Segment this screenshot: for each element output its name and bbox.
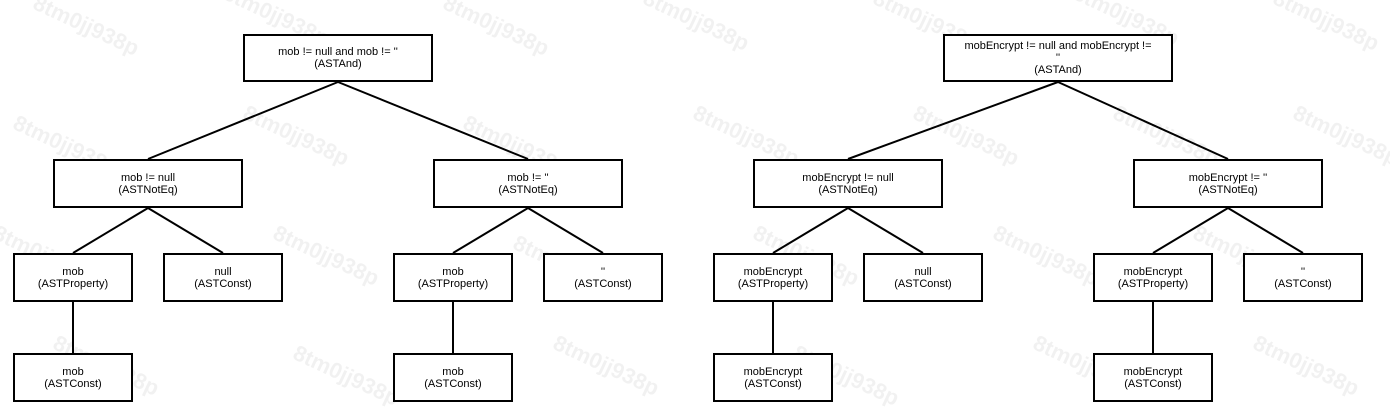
tree1-node-l_null: null(ASTConst)	[163, 253, 283, 302]
node-label-line: mob	[62, 265, 84, 278]
tree2-node-l_null: null(ASTConst)	[863, 253, 983, 302]
node-label-line: (ASTProperty)	[417, 277, 489, 290]
node-label-line: mobEncrypt != null	[802, 171, 894, 184]
node-label-line: mobEncrypt != ''	[1188, 171, 1268, 184]
node-label-line: (ASTNotEq)	[1198, 183, 1258, 196]
node-label-line: mobEncrypt	[1123, 365, 1183, 378]
tree1-node-left: mob != null(ASTNotEq)	[53, 159, 243, 208]
tree1-node-root: mob != null and mob != ''(ASTAnd)	[243, 34, 433, 82]
edge-left-to-l_prop	[72, 207, 149, 254]
node-label-line: (ASTConst)	[424, 377, 482, 390]
node-label-line: (ASTConst)	[1124, 377, 1182, 390]
edge-right-to-r_prop	[452, 207, 529, 254]
tree1-node-r_mob: mob(ASTConst)	[393, 353, 513, 402]
node-label-line: mobEncrypt	[743, 365, 803, 378]
node-label-line: (ASTAnd)	[314, 58, 362, 70]
node-label-line: mob != ''	[507, 171, 549, 184]
node-label-line: (ASTNotEq)	[118, 183, 178, 196]
node-label-line: (ASTConst)	[44, 377, 102, 390]
node-label-line: mobEncrypt != null and mobEncrypt !=	[964, 40, 1152, 52]
node-label-line: (ASTNotEq)	[818, 183, 878, 196]
tree2-node-l_mob: mobEncrypt(ASTConst)	[713, 353, 833, 402]
edge-left-to-l_null	[847, 207, 924, 254]
node-label-line: null	[914, 265, 932, 278]
node-label-line: (ASTNotEq)	[498, 183, 558, 196]
node-label-line: (ASTConst)	[574, 277, 632, 290]
edge-right-to-r_prop	[1152, 207, 1229, 254]
edge-root-to-left	[847, 81, 1059, 160]
node-label-line: (ASTProperty)	[737, 277, 809, 290]
node-label-line: mobEncrypt	[743, 265, 803, 278]
tree1-node-l_prop: mob(ASTProperty)	[13, 253, 133, 302]
edge-right-to-r_empty	[1227, 207, 1304, 254]
tree1-node-r_empty: ''(ASTConst)	[543, 253, 663, 302]
edge-root-to-right	[1057, 81, 1229, 160]
tree1-node-right: mob != ''(ASTNotEq)	[433, 159, 623, 208]
tree2-node-r_prop: mobEncrypt(ASTProperty)	[1093, 253, 1213, 302]
node-label-line: mob	[442, 365, 464, 378]
node-label-line: (ASTProperty)	[37, 277, 109, 290]
node-label-line: mobEncrypt	[1123, 265, 1183, 278]
node-label-line: null	[214, 265, 232, 278]
edge-left-to-l_null	[147, 207, 224, 254]
tree2-node-left: mobEncrypt != null(ASTNotEq)	[753, 159, 943, 208]
tree2-node-root: mobEncrypt != null and mobEncrypt !=''(A…	[943, 34, 1173, 82]
node-label-line: mob	[62, 365, 84, 378]
node-label-line: ''	[1055, 52, 1061, 64]
tree2-node-right: mobEncrypt != ''(ASTNotEq)	[1133, 159, 1323, 208]
node-label-line: (ASTConst)	[744, 377, 802, 390]
tree2-node-r_empty: ''(ASTConst)	[1243, 253, 1363, 302]
node-label-line: ''	[1300, 265, 1306, 278]
node-label-line: mob != null	[120, 171, 176, 184]
node-label-line: ''	[600, 265, 606, 278]
edge-root-to-right	[337, 81, 529, 160]
node-label-line: (ASTProperty)	[1117, 277, 1189, 290]
tree1-node-r_prop: mob(ASTProperty)	[393, 253, 513, 302]
edge-root-to-left	[147, 81, 339, 160]
tree1-node-l_mob: mob(ASTConst)	[13, 353, 133, 402]
node-label-line: (ASTAnd)	[1034, 64, 1082, 76]
node-label-line: (ASTConst)	[894, 277, 952, 290]
tree2-node-l_prop: mobEncrypt(ASTProperty)	[713, 253, 833, 302]
edge-right-to-r_empty	[527, 207, 604, 254]
edge-left-to-l_prop	[772, 207, 849, 254]
tree2-node-r_mob: mobEncrypt(ASTConst)	[1093, 353, 1213, 402]
node-label-line: mob	[442, 265, 464, 278]
edges	[72, 81, 1304, 353]
node-label-line: mob != null and mob != ''	[278, 46, 398, 58]
node-label-line: (ASTConst)	[1274, 277, 1332, 290]
node-label-line: (ASTConst)	[194, 277, 252, 290]
